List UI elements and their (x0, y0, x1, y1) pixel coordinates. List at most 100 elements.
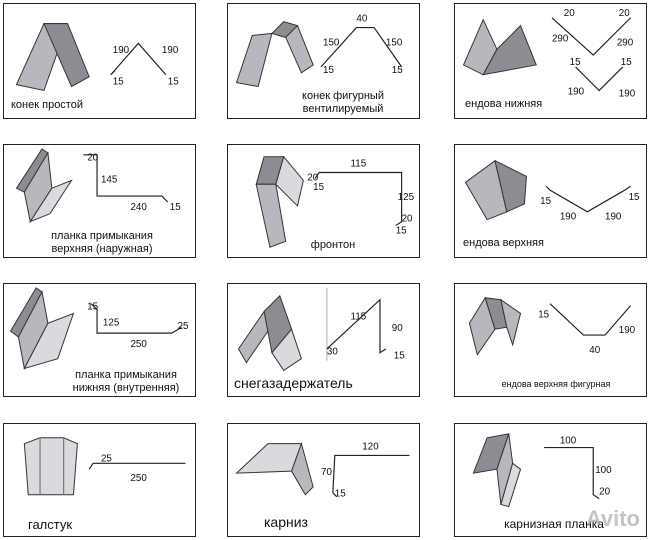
dim-label: 150 (323, 37, 340, 48)
karniz-drawing: 120 70 15 (235, 442, 410, 500)
dim-label: 125 (103, 317, 120, 328)
dim-label: 15 (170, 202, 181, 213)
part-name: ендова верхняя фигурная (501, 379, 611, 389)
snegozaderzhatel-drawing: 115 90 30 15 (237, 287, 405, 372)
part-shape-flange (500, 462, 522, 508)
part-name-line-1: планка примыкания (51, 230, 153, 242)
card-karniznaya-planka: 100 100 20 карнизная планка (454, 423, 647, 537)
karniznaya-planka-drawing: 100 100 20 (472, 433, 612, 508)
endova-verhnyaya-drawing: 15 190 190 15 (464, 159, 640, 223)
part-name: конек простой (11, 99, 83, 111)
part-shape-side (482, 24, 537, 76)
dim-label: 40 (589, 345, 600, 356)
card-endova-verhnyaya-figurnaya: 15 190 40 ендова верхняя фигурная (454, 283, 647, 397)
dim-label: 20 (619, 8, 630, 19)
card-konek-prostoy: 190 190 15 15 конек простой (3, 3, 196, 119)
part-name-line-1: конек фигурный (302, 90, 384, 102)
dim-label: 90 (392, 323, 403, 334)
dim-label: 125 (398, 192, 415, 203)
dim-label: 15 (323, 65, 334, 76)
card-karniz: 120 70 15 карниз (227, 423, 420, 537)
dim-label: 100 (595, 465, 612, 476)
dim-label: 30 (327, 347, 338, 358)
profile-line (326, 298, 387, 354)
galstuk-drawing: 25 250 (23, 437, 186, 496)
profile-line (320, 26, 403, 68)
dim-label: 15 (570, 57, 581, 68)
dim-label: 15 (540, 196, 551, 207)
dim-label: 15 (87, 302, 98, 313)
part-shape-side (500, 298, 522, 347)
dim-label: 15 (396, 225, 407, 236)
part-shape-flange (28, 179, 73, 223)
avito-watermark: Avito (585, 506, 640, 531)
fronton-drawing: 115 20 15 125 20 15 (255, 155, 415, 248)
dim-label: 15 (621, 57, 632, 68)
part-shape-flange (275, 155, 304, 207)
card-fronton: 115 20 15 125 20 15 фронтон (227, 144, 420, 258)
part-name: фронтон (310, 239, 356, 251)
card-galstuk: 25 250 галстук (3, 423, 196, 537)
dim-label: 190 (568, 86, 585, 97)
part-name: карнизная планка (504, 517, 604, 531)
dim-label: 190 (605, 212, 622, 223)
dim-label: 15 (392, 65, 403, 76)
profile-line (549, 303, 632, 336)
konek-prostoy-drawing: 190 190 15 15 (15, 23, 179, 92)
card-endova-nizhnyaya: 20 20 290 290 15 15 190 190 ендова нижня… (454, 3, 647, 119)
dim-label: 15 (335, 489, 346, 500)
dim-label: 190 (619, 325, 636, 336)
profile-line-top (551, 17, 632, 56)
dim-label: 20 (599, 487, 610, 498)
part-shape-flange (271, 328, 302, 372)
konek-figurny-drawing: 40 150 150 15 15 (235, 14, 403, 88)
part-shape (23, 437, 78, 496)
dim-label: 240 (130, 202, 147, 213)
dim-label: 120 (362, 442, 379, 453)
dim-label: 145 (101, 174, 118, 185)
dim-label: 250 (130, 473, 147, 484)
dim-label: 70 (321, 467, 332, 478)
dim-label: 25 (178, 321, 189, 332)
profile-line (88, 462, 186, 470)
dim-label: 20 (402, 214, 413, 225)
card-konek-figurny: 40 150 150 15 15 конек фигурный вентилир… (227, 3, 420, 119)
dim-label: 15 (168, 77, 179, 88)
dim-label: 190 (113, 45, 130, 56)
part-name: снегазадержатель (234, 375, 353, 391)
part-shape-edge (291, 442, 314, 496)
dim-label: 290 (617, 37, 634, 48)
dim-label: 15 (394, 351, 405, 362)
dim-label: 100 (560, 436, 577, 447)
card-endova-verhnyaya: 15 190 190 15 ендова верхняя (454, 144, 647, 258)
part-shape-face (255, 183, 287, 248)
dim-label: 115 (351, 311, 367, 322)
part-shape (235, 443, 303, 474)
dim-label: 150 (386, 37, 403, 48)
part-name-line-2: вентилируемый (302, 103, 384, 115)
part-shape-side (43, 23, 90, 88)
dim-label: 15 (538, 309, 549, 320)
part-name-line-2: нижняя (внутренняя) (72, 382, 180, 394)
profile-line (314, 171, 403, 227)
dim-label: 20 (564, 8, 575, 19)
part-name: ендова верхняя (463, 237, 544, 249)
card-planka-nizhnyaya: 15 125 25 250 планка примыкания нижняя (… (3, 283, 196, 397)
endova-verhnyaya-figurnaya-drawing: 15 190 40 (468, 296, 636, 356)
part-name-line-1: планка примыкания (75, 369, 177, 381)
profile-line (83, 154, 169, 203)
planka-nizhnyaya-drawing: 15 125 25 250 (9, 287, 189, 370)
dim-label: 115 (351, 159, 367, 170)
dim-label: 190 (560, 212, 577, 223)
dim-label: 290 (552, 33, 569, 44)
dim-label: 40 (356, 14, 367, 25)
dim-label: 20 (307, 172, 318, 183)
endova-nizhnyaya-drawing: 20 20 290 290 15 15 190 190 (462, 8, 636, 99)
planka-verhnyaya-drawing: 20 145 240 15 (15, 148, 181, 223)
dim-label: 250 (130, 339, 147, 350)
profile-line (110, 42, 167, 76)
profile-line (332, 454, 410, 498)
profile-line (90, 303, 182, 334)
profile-line-bottom (575, 66, 624, 92)
dim-label: 20 (87, 153, 98, 164)
